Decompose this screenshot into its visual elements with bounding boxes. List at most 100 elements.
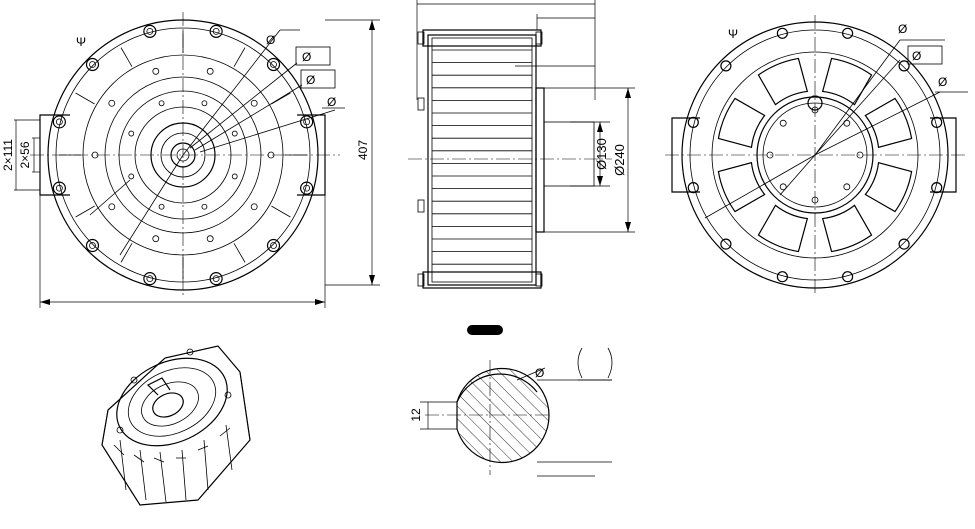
front-inner-bolt xyxy=(158,203,165,210)
rear-outer-bolt xyxy=(776,27,788,39)
front-diameter-3: Ø xyxy=(306,73,315,87)
rear-spoke-window xyxy=(864,161,913,213)
rear-outer-bolt xyxy=(898,60,910,72)
rear-outer-bolt xyxy=(720,60,732,72)
front-rib xyxy=(120,47,133,67)
front-diameter-4: Ø xyxy=(327,95,336,109)
front-rib xyxy=(233,47,246,67)
front-outer-bolt-bore xyxy=(270,61,277,68)
front-inner-bolt xyxy=(201,100,208,107)
isometric-view xyxy=(101,345,251,506)
rear-inner-bolt xyxy=(779,183,787,191)
front-mid-bolt xyxy=(108,99,116,107)
front-rib xyxy=(233,243,246,263)
front-dim-2x56: 2×56 xyxy=(18,141,32,168)
front-outer-bolt xyxy=(143,272,157,286)
rear-inner-bolt xyxy=(843,183,851,191)
shaft-section: 12 Ø xyxy=(409,325,613,477)
rear-outer-bolt xyxy=(898,238,910,250)
front-outer-bolt-bore xyxy=(212,27,220,35)
rear-diameter-box xyxy=(907,45,943,65)
shaft-cross-section xyxy=(456,367,550,464)
front-outer-bolt-bore xyxy=(146,27,154,35)
rear-diameter-1: Ø xyxy=(898,22,907,36)
front-dim-407: 407 xyxy=(356,140,370,160)
front-mid-bolt xyxy=(152,67,160,75)
front-diameter-box-1 xyxy=(295,46,331,66)
front-outer-bolt xyxy=(52,181,66,195)
rear-diameter-3: Ø xyxy=(938,75,947,89)
rear-spoke-window xyxy=(864,97,913,149)
rear-spoke-window xyxy=(717,161,766,213)
front-outer-bolt-bore xyxy=(55,118,63,126)
rear-spoke-window xyxy=(757,57,809,106)
side-view: Ø240 Ø130 xyxy=(408,0,635,289)
rear-inner-bolt xyxy=(779,119,787,127)
front-datum-symbol: Ψ xyxy=(76,35,86,49)
rear-bolt-holes xyxy=(687,27,943,283)
front-rib xyxy=(75,205,95,218)
rear-outer-bolt xyxy=(776,271,788,283)
section-marker xyxy=(467,325,503,335)
front-mid-bolt xyxy=(108,203,116,211)
front-outer-bolt xyxy=(209,272,223,286)
front-outer-bolt xyxy=(85,238,100,253)
shaft-diameter: Ø xyxy=(535,366,544,380)
rear-diameter-2: Ø xyxy=(912,49,921,63)
front-outer-bolt xyxy=(52,115,66,129)
rear-outer-bolt xyxy=(687,116,699,128)
rear-outer-bolt xyxy=(931,116,943,128)
rear-spoke-window xyxy=(717,97,766,149)
shaft-dim-12: 12 xyxy=(409,408,423,422)
rear-spoke-windows xyxy=(717,57,913,253)
front-outer-bolt-bore xyxy=(303,184,311,192)
rear-datum-symbol: Ψ xyxy=(728,27,738,41)
front-rib xyxy=(120,243,133,263)
front-rib xyxy=(75,92,95,105)
rear-outer-bolt xyxy=(842,271,854,283)
rear-inner-bolt xyxy=(843,119,851,127)
front-mid-bolt xyxy=(250,203,258,211)
front-outer-bolt xyxy=(266,238,281,253)
front-inner-bolt xyxy=(128,173,135,180)
front-inner-bolt xyxy=(231,173,238,180)
rear-view: Ø Ø Ø Ψ xyxy=(665,15,968,295)
rear-outer-bolt xyxy=(687,182,699,194)
front-diameter-1: Ø xyxy=(266,33,275,47)
front-diameter-2: Ø xyxy=(302,50,311,64)
front-mid-bolt xyxy=(206,235,214,243)
front-inner-bolt xyxy=(158,100,165,107)
front-mid-bolt xyxy=(250,99,258,107)
rear-outer-bolt xyxy=(931,182,943,194)
front-outer-bolt xyxy=(300,181,314,195)
rear-outer-bolt xyxy=(842,27,854,39)
front-outer-bolt xyxy=(85,57,100,72)
front-outer-bolt xyxy=(209,24,223,38)
side-housing xyxy=(427,34,537,286)
side-cooling-fins xyxy=(432,49,532,265)
front-outer-bolt xyxy=(266,57,281,72)
front-rib xyxy=(271,205,291,218)
front-outer-bolt-bore xyxy=(89,242,96,249)
front-outer-bolt-bore xyxy=(89,61,96,68)
front-view: Ø Ø Ø Ø Ψ 407 2×111 2×56 xyxy=(1,12,380,308)
front-diameter-box-2 xyxy=(300,69,336,89)
side-shaft-boss xyxy=(535,87,545,233)
front-mid-bolt xyxy=(206,67,214,75)
front-inner-bolt xyxy=(231,130,238,137)
front-outer-bolt-bore xyxy=(270,242,277,249)
front-mid-bolt xyxy=(152,235,160,243)
rear-spoke-window xyxy=(821,57,873,106)
front-outer-bolt-bore xyxy=(146,275,154,283)
side-dim-d240: Ø240 xyxy=(612,144,627,176)
front-outer-bolt xyxy=(300,115,314,129)
front-inner-bolt xyxy=(128,130,135,137)
side-dim-d130: Ø130 xyxy=(594,138,609,170)
rear-outer-bolt xyxy=(720,238,732,250)
front-outer-bolt-bore xyxy=(55,184,63,192)
front-inner-bolt xyxy=(201,203,208,210)
rear-spoke-window xyxy=(757,204,809,253)
front-outer-bolt-bore xyxy=(212,275,220,283)
front-dim-2x111: 2×111 xyxy=(1,139,15,171)
